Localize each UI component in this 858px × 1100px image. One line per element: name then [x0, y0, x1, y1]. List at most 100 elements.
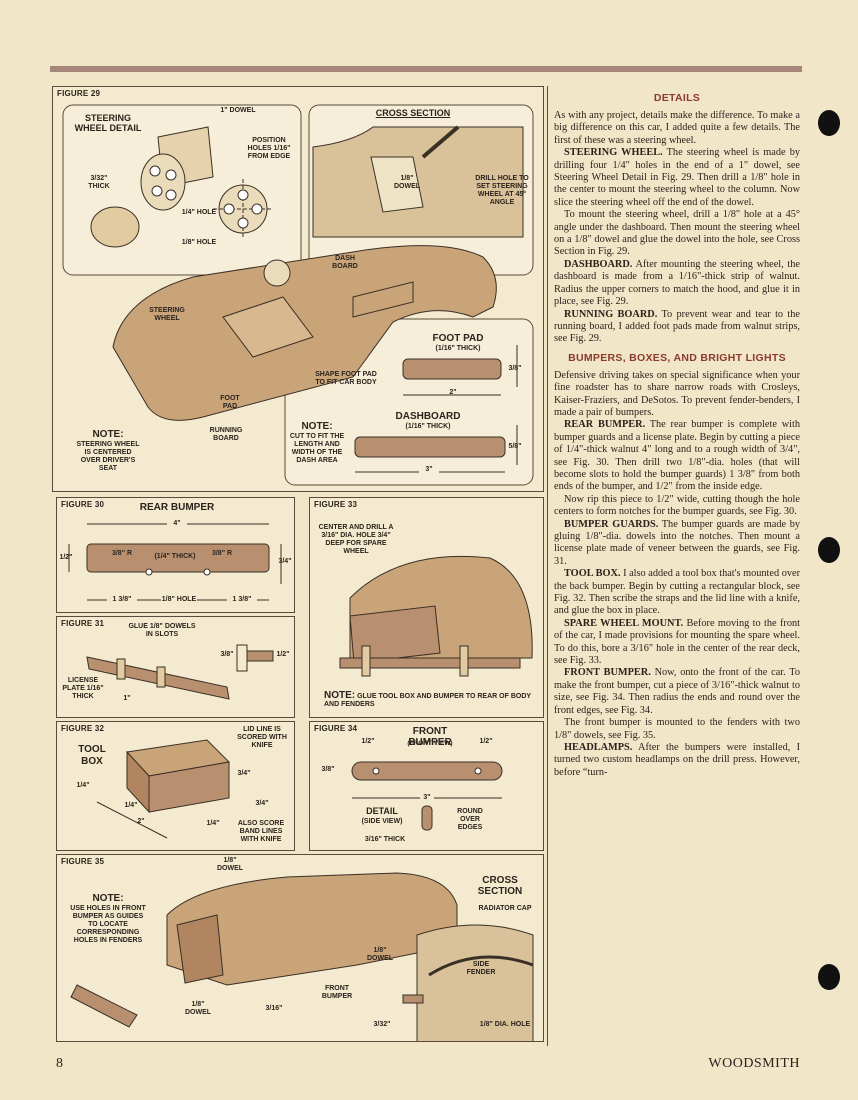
paragraph-body: I also added a tool box that's mounted o… [554, 568, 801, 617]
dim-58: 5/8" [508, 443, 522, 450]
paragraph-body: Before moving to the front of the car, I… [554, 617, 800, 667]
paragraph: As with any project, details make the di… [554, 110, 800, 146]
dia-hole-label: 1/8" DIA. HOLE [479, 1021, 531, 1028]
d38-label: 3/8" [321, 766, 335, 773]
hole-label: 1/8" HOLE [161, 596, 197, 604]
thick-label: 3/32" THICK [88, 175, 110, 190]
run-in-head: RUNNING BOARD. [564, 308, 658, 320]
run-in-head: HEADLAMPS. [564, 741, 633, 753]
paragraph: Defensive driving takes on special signi… [554, 369, 800, 418]
paragraph-body: After the bumpers were installed, I turn… [554, 741, 800, 778]
figure-31-art [86, 644, 274, 700]
binder-hole [818, 110, 840, 136]
also-score-label: ALSO SCORE BAND LINES WITH KNIFE [237, 820, 285, 843]
round-label: ROUND OVER EDGES [457, 808, 483, 831]
binder-hole [818, 964, 840, 990]
note-holes: NOTE: USE HOLES IN FRONT BUMPER AS GUIDE… [67, 893, 149, 945]
figure-33: FIGURE 33 CENTER AND DRILL A 3/16" DIA. … [309, 497, 544, 718]
thick-label: 3/16" THICK [364, 836, 406, 843]
footpad-thick: (1/16" THICK) [435, 345, 481, 352]
figure-number: FIGURE 32 [61, 724, 105, 733]
paragraph: The front bumper is mounted to the fende… [554, 717, 800, 741]
figure-number: FIGURE 35 [61, 857, 105, 866]
d3-label: 3" [420, 794, 434, 802]
dim-2: 2" [449, 389, 457, 396]
paragraph: To mount the steering wheel, drill a 1/8… [554, 209, 800, 258]
footpad-title: FOOT PAD [432, 333, 484, 344]
w-right: 3/4" [278, 558, 292, 565]
figure-title: FRONT BUMPER [408, 726, 452, 748]
page-number: 8 [56, 1056, 63, 1071]
running-board-label: RUNNING BOARD [209, 427, 243, 442]
dashboard-thick: (1/16" THICK) [405, 423, 451, 430]
article-column: DETAILS As with any project, details mak… [554, 92, 800, 779]
column-rule [547, 86, 548, 1046]
one-label: 1" [123, 695, 131, 702]
run-in-head: FRONT BUMPER. [564, 667, 651, 679]
drill-hole-label: DRILL HOLE TO SET STEERING WHEEL AT 45° … [475, 175, 529, 206]
r2-label: 3/8" R [211, 550, 233, 557]
figure-30: FIGURE 30 REAR BUMPER 4" 3/8" R (1/4" TH… [56, 497, 295, 613]
run-in-head: STEERING WHEEL. [564, 147, 663, 159]
detail-sub: (SIDE VIEW) [361, 818, 403, 825]
steering-detail-title: STEERING WHEEL DETAIL [74, 113, 142, 133]
quarter-hole-label: 1/4" HOLE [181, 209, 217, 216]
d12-label: 1/2" [276, 651, 290, 658]
d316-label: 3/16" [265, 1005, 283, 1012]
paragraph-body: To prevent wear and tear to the running … [554, 308, 801, 345]
run-in-head: SPARE WHEEL MOUNT. [564, 617, 684, 629]
cross-section-title: CROSS SECTION [477, 875, 523, 897]
paragraph: STEERING WHEEL. The steering wheel is ma… [554, 147, 800, 209]
dowel-cs-label: 1/8" DOWEL [366, 947, 394, 962]
note-text: USE HOLES IN FRONT BUMPER AS GUIDES TO L… [70, 905, 146, 944]
d1-label: 1 3/8" [107, 596, 137, 604]
run-in-head: REAR BUMPER. [564, 419, 646, 431]
figure-34: FIGURE 34 FRONT BUMPER (FRONT VIEW) 1/2"… [309, 721, 544, 851]
dowel-bot-label: 1/8" DOWEL [184, 1001, 212, 1016]
details-heading: DETAILS [653, 92, 701, 104]
paragraph-body: The bumper guards are made by gluing 1/8… [554, 518, 800, 567]
note-title: NOTE: [92, 893, 124, 904]
binder-hole [818, 537, 840, 563]
steering-wheel-label: STEERING WHEEL [149, 307, 185, 322]
d14c-label: 1/4" [206, 820, 220, 827]
paragraph-body: Now, onto the front of the car. To make … [554, 667, 800, 716]
note-title: NOTE: [92, 429, 124, 440]
thick-label: (1/4" THICK) [154, 553, 196, 560]
glue-label: GLUE 1/8" DOWELS IN SLOTS [128, 623, 196, 638]
eighth-hole-label: 1/8" HOLE [181, 239, 217, 246]
figure-35: FIGURE 35 1/8" DOWEL NOTE: USE HOLES IN … [56, 854, 544, 1042]
note-dash: NOTE: CUT TO FIT THE LENGTH AND WIDTH OF… [287, 421, 347, 465]
note2-text: CUT TO FIT THE LENGTH AND WIDTH OF THE D… [289, 433, 345, 464]
note-text: GLUE TOOL BOX AND BUMPER TO REAR OF BODY… [324, 693, 531, 708]
figure-32: FIGURE 32 TOOL BOX LID LINE IS SCORED WI… [56, 721, 295, 851]
figure-29: FIGURE 29 STEERING WHEEL DETAIL 1" DOWEL… [52, 86, 544, 492]
d14b-label: 1/4" [124, 802, 138, 809]
figure-number: FIGURE 34 [314, 724, 358, 733]
top-rule [50, 66, 802, 72]
paragraph: REAR BUMPER. The rear bumper is complete… [554, 419, 800, 493]
paragraph: TOOL BOX. I also added a tool box that's… [554, 568, 800, 618]
note-title: NOTE: [324, 690, 356, 701]
figure-32-art [96, 739, 231, 839]
figure-number: FIGURE 33 [314, 500, 358, 509]
side-fender-label: SIDE FENDER [466, 961, 496, 976]
note2-title: NOTE: [301, 421, 333, 432]
note-tool-box: NOTE: GLUE TOOL BOX AND BUMPER TO REAR O… [324, 690, 534, 709]
d332-label: 3/32" [373, 1021, 391, 1028]
bumpers-heading: BUMPERS, BOXES, AND BRIGHT LIGHTS [568, 351, 786, 364]
cross-dowel-label: 1/8" DOWEL [393, 175, 421, 190]
radiator-label: RADIATOR CAP [478, 905, 532, 912]
paragraph: HEADLAMPS. After the bumpers were instal… [554, 742, 800, 779]
paragraph: FRONT BUMPER. Now, onto the front of the… [554, 667, 800, 717]
paragraph: RUNNING BOARD. To prevent wear and tear … [554, 309, 800, 346]
paragraph-body: The rear bumper is complete with bumper … [554, 419, 800, 493]
figure-title: REAR BUMPER [139, 502, 215, 513]
license-label: LICENSE PLATE 1/16" THICK [62, 677, 104, 700]
paragraph-body: The steering wheel is made by drilling f… [554, 147, 800, 208]
figure-subtitle: (FRONT VIEW) [407, 740, 453, 747]
w-left: 1/2" [59, 554, 73, 561]
d34b-label: 3/4" [255, 800, 269, 807]
dim-38: 3/8" [508, 365, 522, 372]
d2-label: 1 3/8" [227, 596, 257, 604]
